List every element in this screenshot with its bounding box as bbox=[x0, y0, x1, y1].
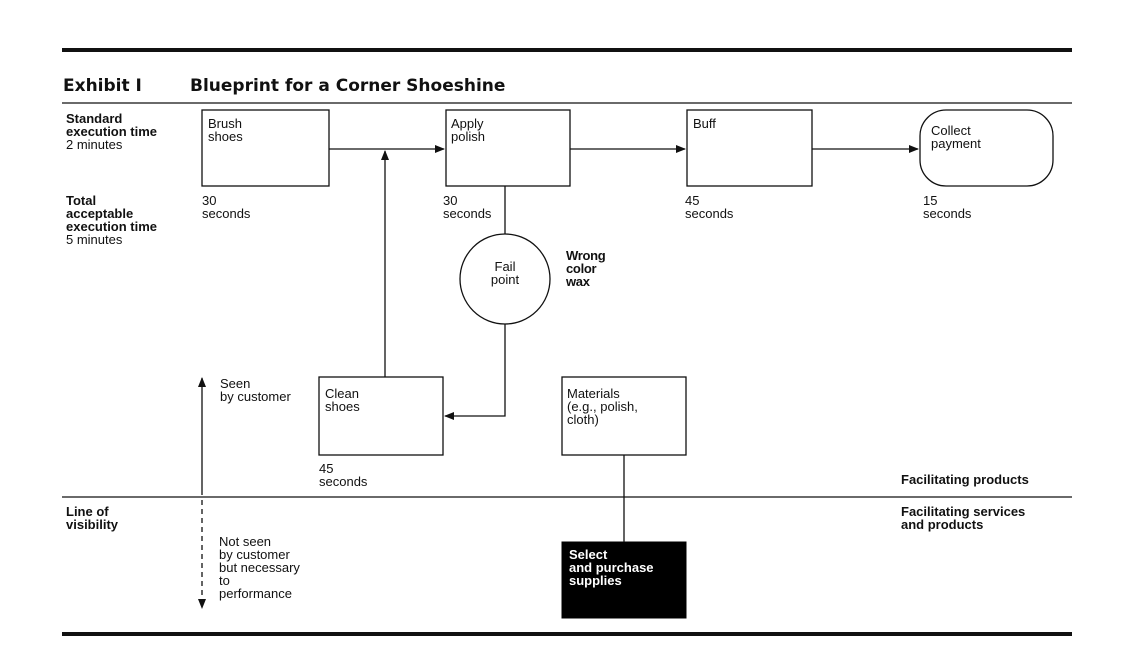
select-supplies-box bbox=[561, 541, 687, 619]
brush-shoes-time: 30 seconds bbox=[202, 193, 251, 221]
apply-polish-time: 30 seconds bbox=[443, 193, 492, 221]
materials-box bbox=[561, 376, 687, 456]
brush-shoes-label: Brush shoes bbox=[208, 116, 243, 144]
clean-shoes-box bbox=[318, 376, 444, 456]
buff-label: Buff bbox=[693, 116, 716, 131]
seen-by-customer-label: Seen by customer bbox=[220, 376, 291, 404]
buff-box bbox=[686, 109, 813, 187]
apply-polish-box bbox=[445, 109, 571, 187]
total-execution-label: Total acceptable execution time bbox=[66, 193, 158, 234]
materials-label: Materials (e.g., polish, cloth) bbox=[567, 386, 638, 427]
select-supplies-label: Select and purchase supplies bbox=[569, 547, 654, 588]
fail-point-note: Wrong color wax bbox=[566, 248, 606, 289]
standard-execution-value: 2 minutes bbox=[66, 137, 123, 152]
line-of-visibility-label: Line of visibility bbox=[66, 504, 119, 532]
fail-point-label: Fail point bbox=[490, 259, 520, 287]
collect-payment-label: Collect payment bbox=[931, 123, 981, 151]
arrow-fail-to-clean bbox=[444, 324, 506, 420]
facilitating-products-label: Facilitating products bbox=[901, 472, 1029, 487]
standard-execution-label: Standard execution time bbox=[66, 111, 158, 139]
collect-payment-box bbox=[919, 109, 1054, 187]
clean-shoes-time: 45 seconds bbox=[319, 461, 368, 489]
collect-payment-time: 15 seconds bbox=[923, 193, 972, 221]
clean-shoes-label: Clean shoes bbox=[325, 386, 360, 414]
exhibit-label: Exhibit I bbox=[63, 76, 142, 96]
brush-shoes-box bbox=[201, 109, 330, 187]
not-seen-by-customer-label: Not seen by customer but necessary to pe… bbox=[219, 534, 300, 601]
total-execution-value: 5 minutes bbox=[66, 232, 123, 247]
facilitating-services-label: Facilitating services and products bbox=[901, 504, 1026, 532]
diagram-title: Blueprint for a Corner Shoeshine bbox=[190, 76, 506, 96]
buff-time: 45 seconds bbox=[685, 193, 734, 221]
apply-polish-label: Apply polish bbox=[451, 116, 485, 144]
